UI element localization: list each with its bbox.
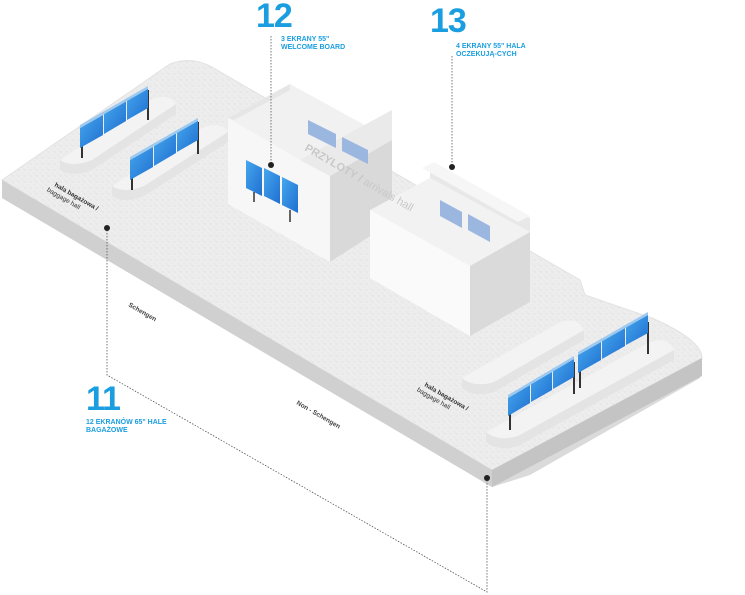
leader-dot-11b — [484, 475, 490, 481]
schengen-label: Schengen — [127, 302, 157, 324]
waiting-wall-block — [370, 162, 530, 336]
callout-12-text: 3 EKRANY 55" WELCOME BOARD — [281, 36, 346, 51]
callout-12-number: 12 — [256, 0, 293, 35]
non-schengen-label: Non - Schengen — [295, 400, 341, 431]
wall-screens-arrivals — [308, 120, 368, 164]
callout-13-number: 13 — [430, 2, 467, 40]
callout-13: 13 4 EKRANY 55" HALA OCZEKUJĄ-CYCH — [430, 2, 526, 59]
leader-line-11 — [106, 230, 488, 593]
leader-dot-12 — [268, 162, 274, 168]
callout-11-number: 11 — [86, 380, 121, 418]
screen-group-waiting-hall — [440, 200, 490, 242]
leader-lines — [106, 36, 488, 593]
baggage-carousel-right-2 — [486, 340, 674, 449]
callout-13-text: 4 EKRANY 55" HALA OCZEKUJĄ-CYCH — [456, 43, 526, 58]
screen-group-left-1 — [80, 86, 149, 158]
screen-group-right-1 — [578, 312, 649, 388]
callout-11: 11 12 EKRANÓW 65" HALE BAGAŻOWE — [86, 380, 176, 435]
screen-group-right-2 — [508, 356, 575, 430]
baggage-carousel-right-1 — [462, 320, 584, 395]
callout-12: 12 3 EKRANY 55" WELCOME BOARD — [256, 0, 351, 52]
screen-group-left-2 — [130, 118, 199, 190]
screen-group-welcome-board — [246, 160, 298, 222]
callout-11-text: 12 EKRANÓW 65" HALE BAGAŻOWE — [86, 419, 167, 434]
leader-dot-11a — [104, 225, 110, 231]
leader-dots — [104, 162, 490, 481]
leader-dot-13 — [449, 164, 455, 170]
